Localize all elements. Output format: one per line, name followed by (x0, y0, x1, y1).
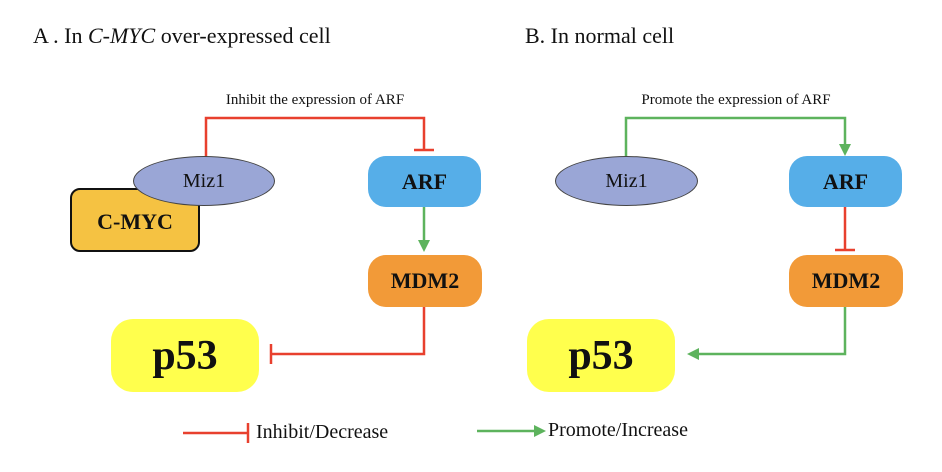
panel-b-title: B. In normal cell (525, 23, 675, 48)
b-arf-arrowhead (839, 144, 851, 156)
panel-a-title-gene: C-MYC (88, 23, 156, 48)
b-mdm2-node: MDM2 (789, 255, 903, 307)
b-miz1-node: Miz1 (555, 156, 698, 206)
panel-a-edge-label: Inhibit the expression of ARF (225, 92, 405, 108)
panel-a-title-suffix: over-expressed cell (155, 23, 331, 48)
a-mdm2-p53-inhibit-edge (271, 307, 426, 356)
a-mdm2-node: MDM2 (368, 255, 482, 307)
a-arf-node: ARF (368, 156, 481, 207)
b-arf-node: ARF (789, 156, 902, 207)
a-miz1-node: Miz1 (133, 156, 275, 206)
panel-a-title: A . In C-MYC over-expressed cell (33, 23, 331, 49)
b-mdm2-p53-promote-edge (697, 307, 847, 356)
b-p53-node: p53 (527, 319, 675, 392)
a-mdm2-arrowhead (418, 240, 430, 252)
legend-inhibit-label: Inhibit/Decrease (256, 421, 389, 443)
legend-promote-arrowhead (534, 425, 546, 437)
legend-promote-label: Promote/Increase (548, 419, 688, 441)
b-miz1-arf-promote-edge (624, 116, 847, 156)
a-miz1-arf-inhibit-edge (204, 116, 426, 158)
panel-a-title-prefix: A . In (33, 23, 88, 48)
panel-b-edge-label: Promote the expression of ARF (641, 92, 831, 108)
a-p53-node: p53 (111, 319, 259, 392)
b-p53-arrowhead (687, 348, 699, 360)
